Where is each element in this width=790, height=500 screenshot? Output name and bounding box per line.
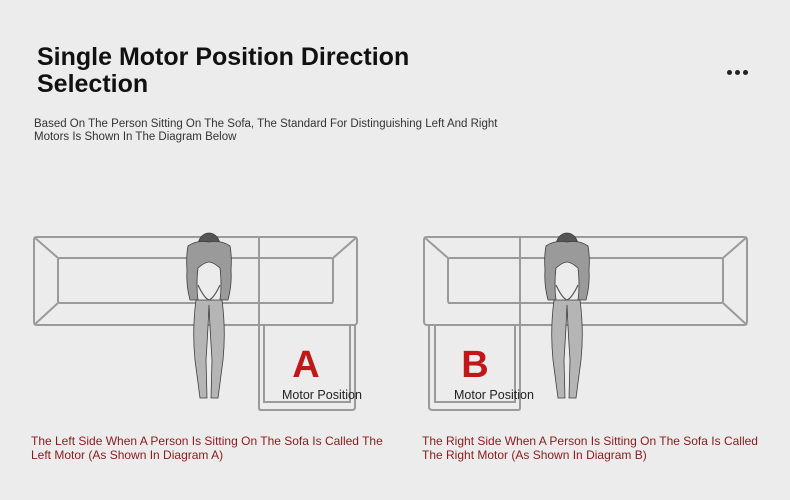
diagram-letter: A (292, 344, 319, 386)
caption-a: The Left Side When A Person Is Sitting O… (31, 434, 383, 462)
person-icon-a (186, 232, 232, 399)
page-subtitle: Based On The Person Sitting On The Sofa,… (34, 118, 498, 143)
more-options-button[interactable] (718, 60, 756, 84)
diagram-a: A Motor Position (33, 232, 362, 411)
page-title: Single Motor Position Direction Selectio… (37, 43, 410, 98)
more-horizontal-icon (734, 69, 740, 75)
more-horizontal-icon (742, 69, 748, 75)
person-icon-b (544, 232, 590, 399)
motor-position-label: Motor Position (454, 388, 534, 402)
more-horizontal-icon (726, 69, 732, 75)
motor-position-label: Motor Position (282, 388, 362, 402)
diagram-letter: B (461, 344, 488, 386)
caption-b: The Right Side When A Person Is Sitting … (422, 434, 758, 462)
diagram-b: B Motor Position (423, 232, 748, 411)
